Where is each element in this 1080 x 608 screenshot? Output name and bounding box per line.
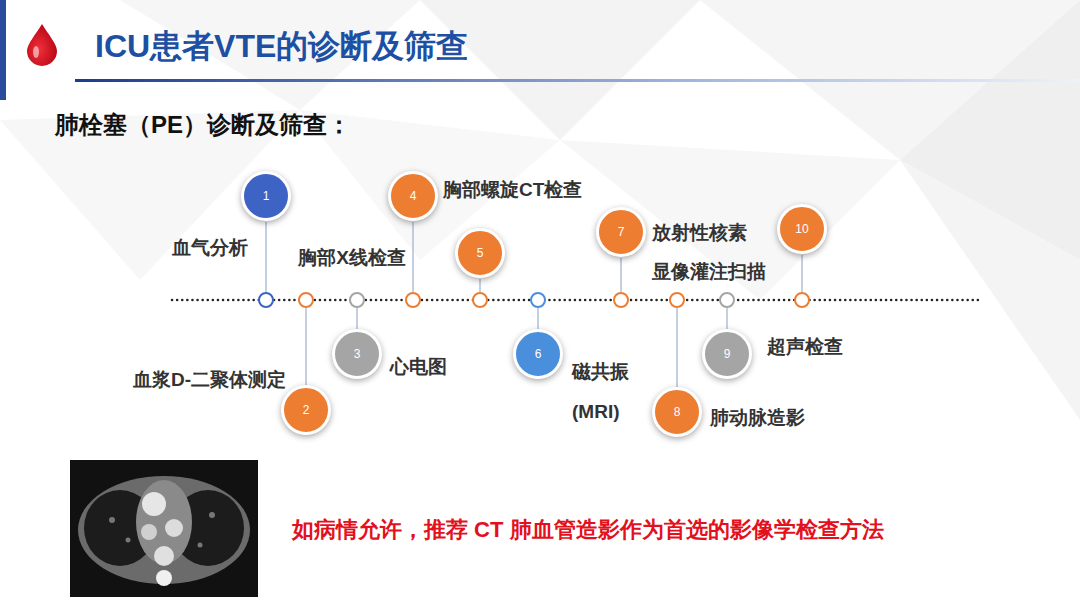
timeline-dot (473, 293, 487, 307)
numbered-circle: 10 (777, 204, 827, 254)
blood-drop-icon (27, 24, 57, 66)
slide-title: ICU患者VTE的诊断及筛查 (95, 26, 468, 66)
section-heading: 肺栓塞（PE）诊断及筛查： (55, 110, 351, 140)
ct-lung-vessel (126, 538, 131, 543)
callout-number: 3 (335, 332, 379, 376)
ct-vessel (165, 519, 183, 537)
numbered-circle: 8肺动脉造影 (652, 387, 702, 437)
exam-label: 血气分析 (172, 236, 248, 260)
ct-frame (70, 460, 258, 597)
drop-highlight (33, 46, 39, 58)
callout-number: 10 (780, 207, 824, 251)
bg-facet (420, 0, 700, 140)
ct-spine (156, 570, 172, 586)
timeline-dot (259, 293, 273, 307)
numbered-circle: 5 (455, 228, 505, 278)
timeline-dot (531, 293, 545, 307)
timeline-dot (406, 293, 420, 307)
leader-lines (266, 222, 802, 387)
callout-number: 9 (705, 332, 749, 376)
numbered-circle: 9超声检查 (702, 329, 752, 379)
timeline-dot (795, 293, 809, 307)
edge-strip (0, 0, 6, 100)
callout-number: 1 (244, 174, 288, 218)
leader-line (356, 308, 357, 329)
numbered-circle: 7放射性核素 显像灌注扫描 (596, 207, 646, 257)
leader-line (265, 222, 266, 292)
leader-line (537, 308, 538, 329)
callout-number: 6 (516, 332, 560, 376)
recommendation-caption: 如病情允许，推荐 CT 肺血管造影作为首选的影像学检查方法 (292, 515, 884, 545)
exam-label: 胸部螺旋CT检查 (443, 178, 582, 202)
numbered-circle: 2血浆D-二聚体测定 (281, 385, 331, 435)
ct-scan-image (70, 460, 258, 597)
leader-line (726, 308, 727, 329)
numbered-circle: 1血气分析 (241, 171, 291, 221)
exam-label: 胸部X线检查 (298, 243, 406, 273)
ct-vessel (142, 492, 166, 516)
timeline-dot (350, 293, 364, 307)
dotted-axis (172, 299, 980, 302)
leader-line (676, 308, 677, 387)
timeline-dot (614, 293, 628, 307)
numbered-circle: 3心电图 (332, 329, 382, 379)
callout-number: 5 (458, 231, 502, 275)
timeline-dots (259, 293, 809, 307)
callout-number: 4 (391, 174, 435, 218)
leader-line (479, 279, 480, 292)
bg-facet (900, 160, 1080, 420)
lowpoly-pattern (0, 0, 1080, 420)
ct-vessel (141, 524, 157, 540)
leader-line (801, 255, 802, 292)
ct-body (78, 476, 250, 584)
numbered-circle: 4胸部螺旋CT检查 (388, 171, 438, 221)
exam-label: 超声检查 (767, 335, 843, 359)
ct-lung-vessel (109, 517, 115, 523)
exam-label: 心电图 (390, 355, 447, 379)
leader-line (412, 222, 413, 292)
leader-line (305, 308, 306, 385)
callout-number: 8 (655, 390, 699, 434)
timeline-dot (720, 293, 734, 307)
drop-shape (27, 24, 57, 66)
timeline-dot (670, 293, 684, 307)
leader-line (620, 258, 621, 292)
ct-lung-vessel (209, 512, 215, 518)
exam-label: 磁共振 (MRI) (572, 352, 629, 432)
timeline-dot (299, 293, 313, 307)
numbered-circle: 6磁共振 (MRI) (513, 329, 563, 379)
ct-vessel (154, 546, 174, 566)
exam-label: 放射性核素 显像灌注扫描 (652, 213, 766, 291)
ct-lung-vessel (198, 543, 203, 548)
callout-number: 7 (599, 210, 643, 254)
title-underline (75, 79, 1080, 82)
bg-facet (560, 140, 900, 300)
callout-number: 2 (284, 388, 328, 432)
exam-label: 肺动脉造影 (710, 406, 805, 430)
exam-label: 血浆D-二聚体测定 (133, 368, 286, 392)
